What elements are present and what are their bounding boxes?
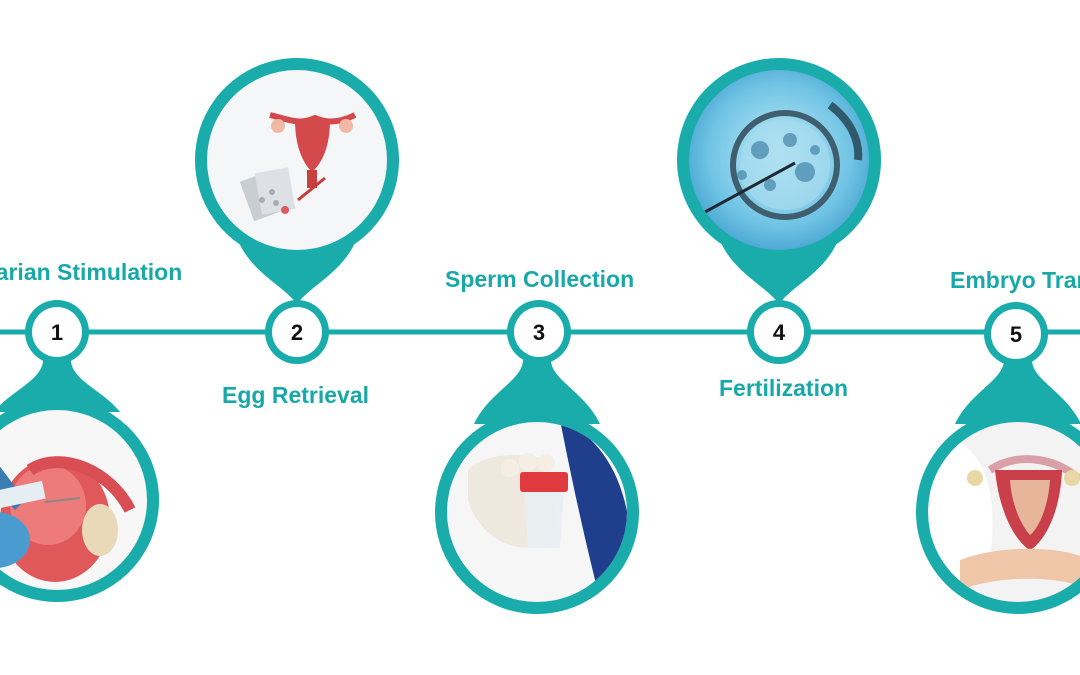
step-number-fill	[272, 307, 322, 357]
connector-stem	[0, 360, 120, 412]
connector-stem	[955, 360, 1080, 424]
step-label-egg-retrieval: Egg Retrieval	[222, 382, 369, 408]
step-number-fill	[32, 307, 82, 357]
uterus-model-photo	[928, 422, 1080, 602]
step-number-fill	[754, 307, 804, 357]
connector-stem	[474, 360, 600, 424]
ovary-injection-photo	[0, 410, 147, 590]
uterus-illustration	[207, 70, 387, 250]
step-number-fill	[991, 309, 1041, 359]
sample-cup-photo	[447, 422, 627, 602]
step-number: 3	[533, 320, 545, 345]
step-number: 2	[291, 320, 303, 345]
step-label-ovarian-stimulation: Ovarian Stimulation	[0, 259, 183, 285]
step-number: 4	[773, 320, 786, 345]
icsi-microscope-photo	[689, 70, 869, 250]
step-label-fertilization: Fertilization	[719, 375, 849, 401]
step-number: 1	[51, 320, 63, 345]
step-label-sperm-collection: Sperm Collection	[445, 266, 635, 292]
step-number: 5	[1010, 322, 1022, 347]
step-number-fill	[514, 307, 564, 357]
step-label-embryo-transfer: Embryo Transfer	[950, 267, 1080, 293]
